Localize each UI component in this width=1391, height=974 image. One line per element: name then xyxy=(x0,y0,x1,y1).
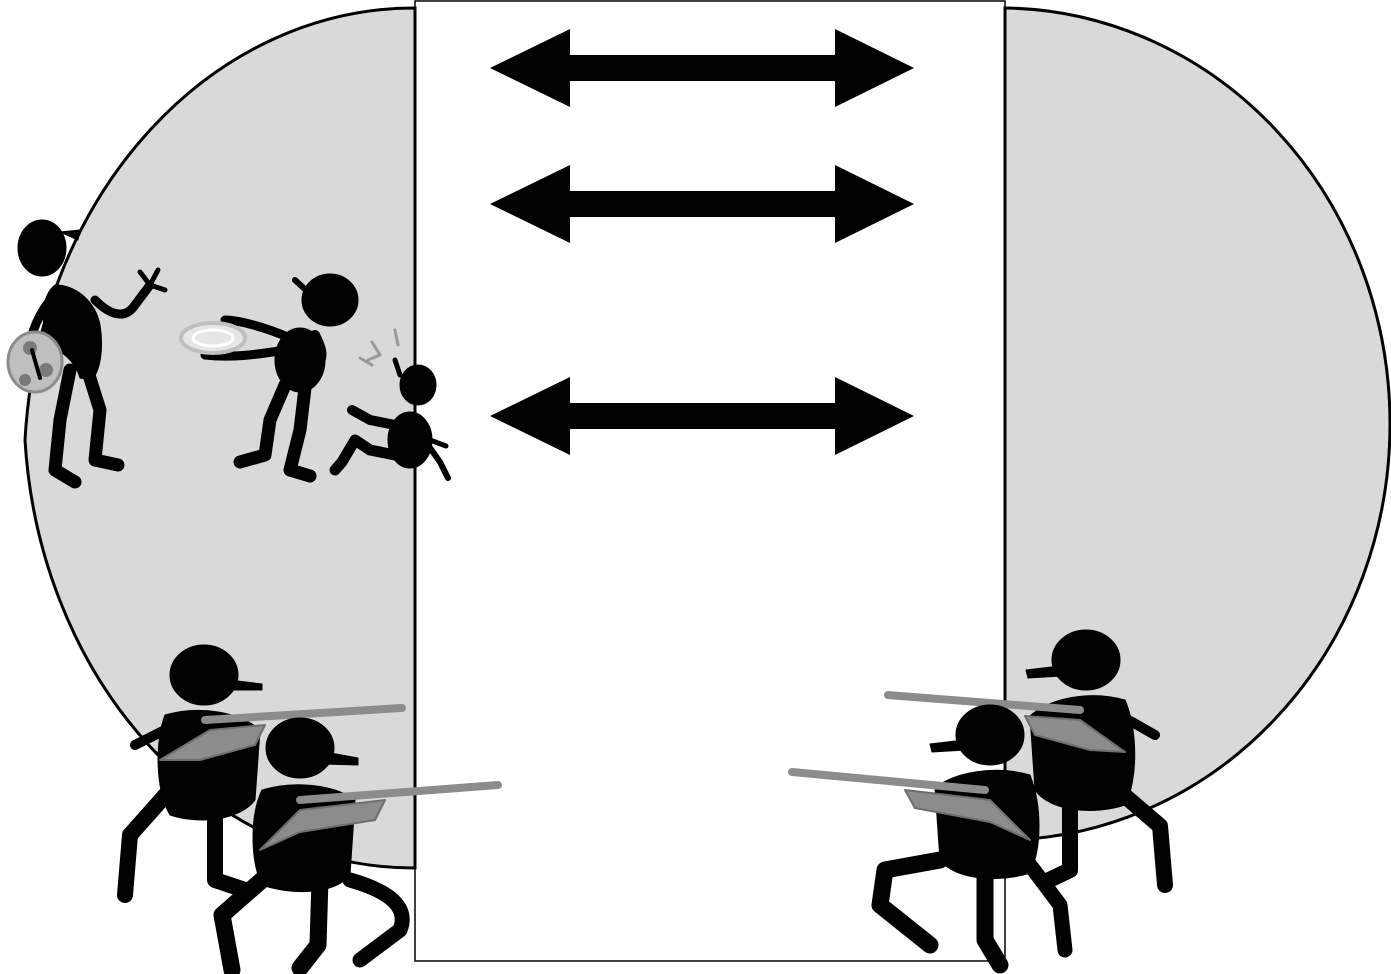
double-arrow-icon xyxy=(490,377,914,455)
double-arrow-icon xyxy=(490,165,914,243)
double-arrow-icon xyxy=(490,29,914,107)
central-corridor xyxy=(415,1,1005,961)
